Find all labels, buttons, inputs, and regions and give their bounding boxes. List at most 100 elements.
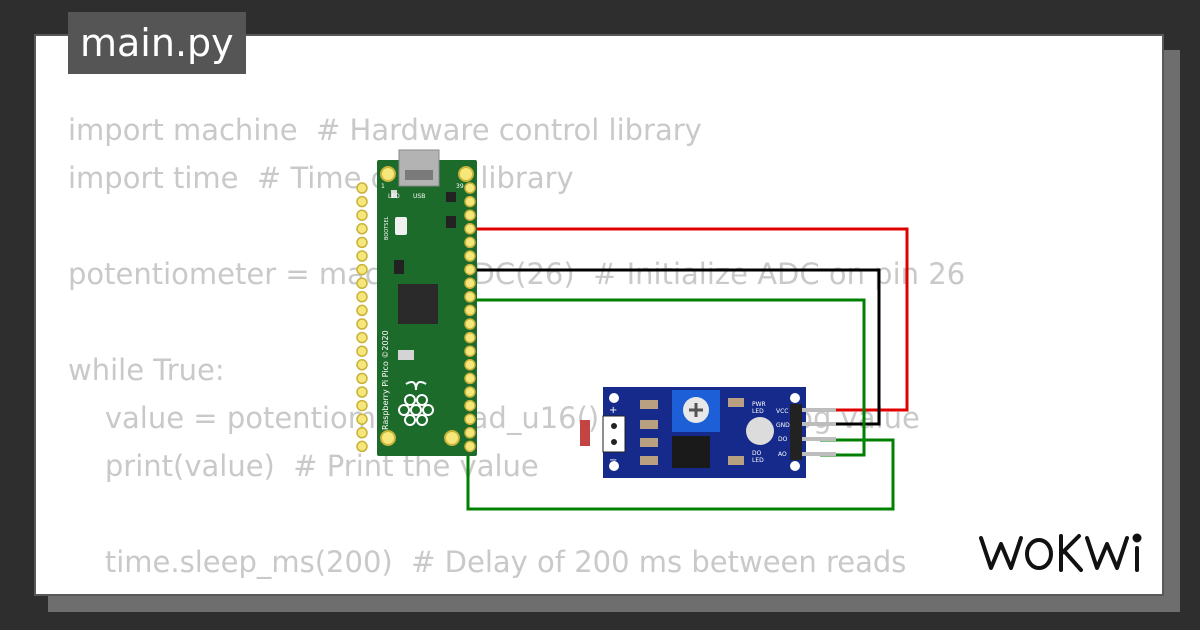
sensor-header — [790, 404, 802, 460]
connector-pin — [611, 423, 617, 429]
pin-ao[interactable] — [802, 452, 836, 456]
photoresistor — [580, 420, 590, 446]
pico-pin[interactable] — [356, 263, 368, 276]
pico-pin[interactable] — [464, 263, 476, 276]
pico-pin[interactable] — [356, 250, 368, 262]
pwr-led-label-line: LED — [752, 408, 764, 415]
pico-pin[interactable] — [464, 209, 476, 221]
wokwi-logo-mark — [979, 533, 1142, 572]
bootsel-button[interactable] — [395, 217, 407, 235]
diagram-card — [34, 34, 1164, 596]
pico-pin39-label: 39 — [456, 183, 464, 190]
pico-pin[interactable] — [356, 413, 368, 425]
minus-label: − — [609, 455, 617, 466]
pico-pin[interactable] — [464, 413, 476, 425]
code-line: time.sleep_ms(200) # Delay of 200 ms bet… — [68, 545, 907, 579]
resistor — [728, 398, 744, 407]
pico-pin[interactable] — [464, 236, 476, 249]
mounting-hole — [458, 166, 474, 182]
mounting-hole — [380, 430, 396, 446]
do-led-label-line: DO — [752, 450, 762, 457]
status-led — [746, 417, 774, 445]
pico-pin[interactable] — [464, 345, 476, 357]
pin-vcc[interactable] — [802, 408, 836, 412]
sensor-connector — [602, 415, 626, 453]
pico-pin[interactable] — [464, 291, 476, 303]
resistor — [640, 456, 658, 465]
usb-connector — [398, 149, 440, 187]
ao-wire[interactable] — [466, 438, 895, 511]
chip-small — [446, 216, 456, 228]
resistor — [640, 438, 658, 447]
pico-pin[interactable] — [356, 304, 368, 317]
pico-bootsel-label: BOOTSEL — [384, 216, 390, 240]
connector-pin — [611, 439, 617, 445]
file-tab[interactable]: main.py — [68, 12, 246, 74]
resistor — [640, 420, 658, 429]
pico-pin[interactable] — [464, 304, 476, 317]
pico-pin1-label: 1 — [381, 183, 385, 190]
pico-pin[interactable] — [464, 182, 476, 194]
plus-screw-icon — [689, 403, 703, 417]
pico-pin[interactable] — [356, 372, 368, 385]
pico-pin[interactable] — [356, 223, 368, 235]
pico-pin[interactable] — [464, 318, 476, 330]
plus-label: + — [609, 405, 617, 416]
pin-gnd[interactable] — [802, 422, 836, 426]
led-component — [391, 190, 397, 198]
pico-pin[interactable] — [464, 331, 476, 344]
code-line: print(value) # Print the value — [68, 449, 539, 483]
pico-silkscreen: Raspberry Pi Pico ©2020 — [381, 330, 390, 430]
pin-do-label: DO — [778, 436, 788, 443]
do-wire[interactable] — [468, 298, 866, 457]
sensor-module[interactable]: + − PWR LED DO LED VCC GND DO AO — [580, 387, 836, 478]
mounting-hole — [380, 166, 396, 182]
pin-headers — [356, 182, 476, 453]
pico-pin[interactable] — [464, 386, 476, 398]
pico-pin[interactable] — [356, 291, 368, 303]
pico-pin[interactable] — [356, 427, 368, 439]
pin-do[interactable] — [802, 437, 836, 441]
pico-pin[interactable] — [356, 331, 368, 344]
raspberry-logo-icon — [398, 381, 434, 426]
code-line: import machine # Hardware control librar… — [68, 113, 702, 147]
pico-usb-label: USB — [413, 193, 425, 200]
pico-pin[interactable] — [356, 182, 368, 194]
flash-chip — [398, 350, 414, 360]
pico-pin[interactable] — [356, 209, 368, 221]
mounting-hole — [444, 430, 460, 446]
pico-pin[interactable] — [464, 399, 476, 412]
pico-pin[interactable] — [464, 427, 476, 439]
pico-pin[interactable] — [464, 250, 476, 262]
pico-pin[interactable] — [464, 223, 476, 235]
wires — [466, 227, 909, 511]
pico-pin[interactable] — [356, 386, 368, 398]
pico-pin[interactable] — [356, 399, 368, 412]
pin-gnd-label: GND — [776, 422, 790, 429]
do-led-label: DO LED — [752, 450, 764, 464]
pico-pin[interactable] — [356, 277, 368, 289]
pico-pin[interactable] — [356, 440, 368, 453]
pico-pin[interactable] — [464, 195, 476, 208]
resistor — [728, 456, 744, 465]
vcc-wire[interactable] — [468, 227, 909, 412]
pico-pin[interactable] — [356, 359, 368, 371]
pico-board[interactable]: LED USB 1 39 BOOTSEL Raspberry Pi Pico ©… — [356, 149, 477, 456]
pin-ao-label: AO — [778, 451, 787, 458]
pico-pin[interactable] — [356, 195, 368, 208]
code-line: while True: — [68, 353, 225, 387]
pico-pin[interactable] — [464, 372, 476, 385]
pico-pin[interactable] — [356, 236, 368, 249]
usb-port — [405, 170, 433, 180]
pico-pin[interactable] — [464, 277, 476, 289]
pico-pin[interactable] — [464, 359, 476, 371]
rp2040-chip — [398, 284, 438, 324]
code-listing: import machine # Hardware control librar… — [68, 106, 965, 586]
pico-pin[interactable] — [356, 345, 368, 357]
mounting-hole — [609, 461, 619, 471]
pico-pin[interactable] — [464, 440, 476, 453]
mounting-hole — [609, 393, 619, 403]
pwr-led-label: PWR LED — [752, 401, 768, 415]
gnd-wire[interactable] — [468, 268, 881, 426]
pico-pin[interactable] — [356, 318, 368, 330]
